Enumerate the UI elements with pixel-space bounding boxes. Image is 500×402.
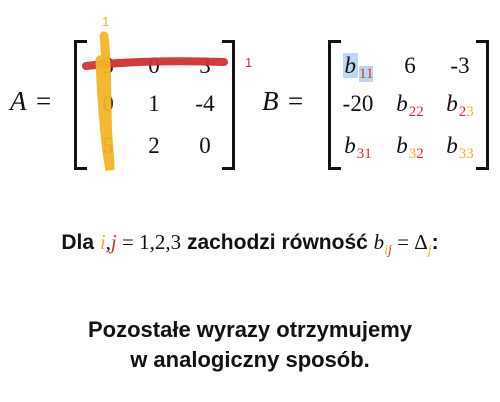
conclusion-line-2: w analogiczny sposób. [130,347,370,372]
matrix-b-entry-subscript: 11 [359,66,374,82]
matrix-b-entry-symbol: b [344,133,356,158]
matrix-a-cell: 1 [148,91,160,116]
matrix-a-label: A [10,86,27,116]
matrix-b-cell: b23 [430,90,490,126]
matrix-b-entry-symbol: b [396,91,408,116]
matrix-b-cell: b31 [328,132,388,168]
matrix-a-left-bracket [74,40,87,170]
column-strike-stroke [95,31,115,171]
matrix-a-equals: = [36,86,52,116]
matrix-a-cell: 3 [199,53,211,78]
matrix-b-entry-symbol: b [446,133,458,158]
matrix-b-entry-symbol: b [446,91,458,116]
matrix-b-entry-subscript: 23 [458,104,474,120]
matrix-b-cell: 6 [404,53,416,78]
matrix-b-right-bracket [476,40,489,170]
matrix-a-cell: 0 [148,53,160,78]
matrix-b-cell: b33 [430,132,490,168]
matrix-b-entry-symbol: b [342,53,359,78]
conclusion-line-1: Pozostałe wyrazy otrzymujemy [87,317,412,342]
row-marker-label: 1 [245,55,253,70]
matrix-b-entry-subscript: 32 [408,146,424,162]
matrix-a-cell: 0 [199,133,211,158]
matrix-b-cell: b22 [380,90,440,126]
matrix-b-entry-subscript: 31 [356,146,372,162]
matrix-a-right-bracket [222,40,235,170]
matrix-b-cell: -3 [450,53,470,78]
matrix-a-cell: 2 [148,133,160,158]
matrix-b-entry-subscript: 33 [458,146,474,162]
caption-line: Dla i,j = 1,2,3 zachodzi równość bij = Δ… [61,230,439,259]
matrix-a-cell: -4 [195,91,215,116]
matrix-b-entry-subscript: 22 [408,104,424,120]
matrix-b-left-bracket [328,40,341,170]
matrix-b-cell: b32 [380,132,440,168]
matrix-b-label: B [262,86,279,116]
matrix-b-entry-symbol: b [396,133,408,158]
column-marker-label: 1 [102,14,110,29]
matrix-b-cell: -20 [342,91,374,116]
matrix-b-equals: = [288,86,304,116]
